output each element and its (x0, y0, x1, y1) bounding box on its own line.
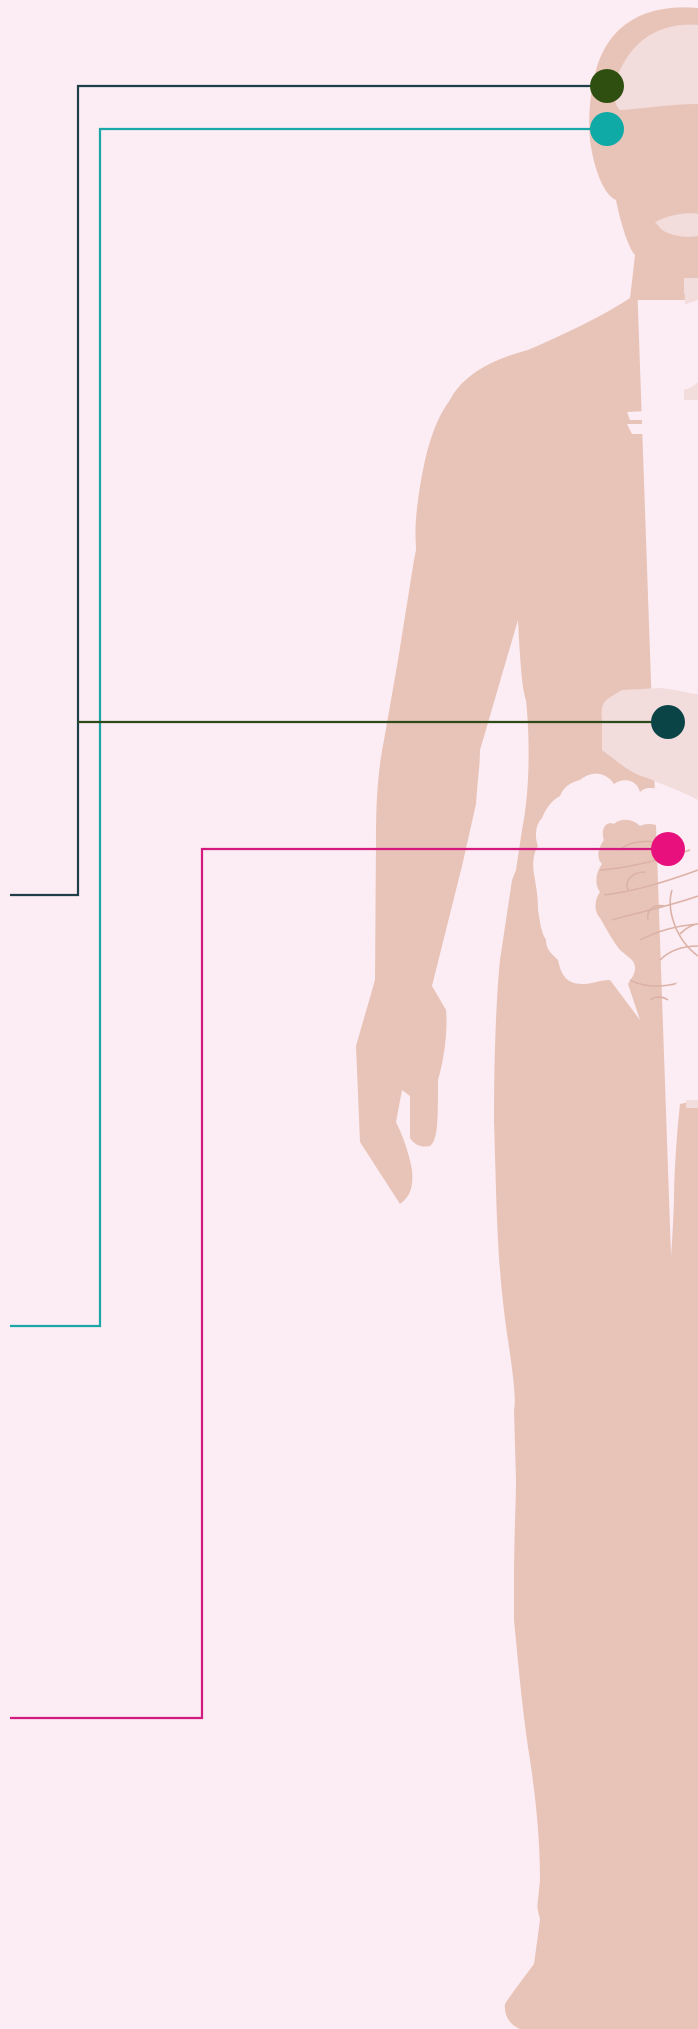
heart (645, 300, 698, 390)
marker-abdomen-navy[interactable] (651, 705, 685, 739)
spine-band (684, 278, 698, 294)
hip-band (686, 1100, 698, 1108)
body-silhouette (356, 7, 698, 2029)
bladder (670, 979, 698, 1082)
marker-head-teal[interactable] (590, 112, 624, 146)
marker-intestine-magenta[interactable] (651, 832, 685, 866)
marker-head-green[interactable] (590, 69, 624, 103)
